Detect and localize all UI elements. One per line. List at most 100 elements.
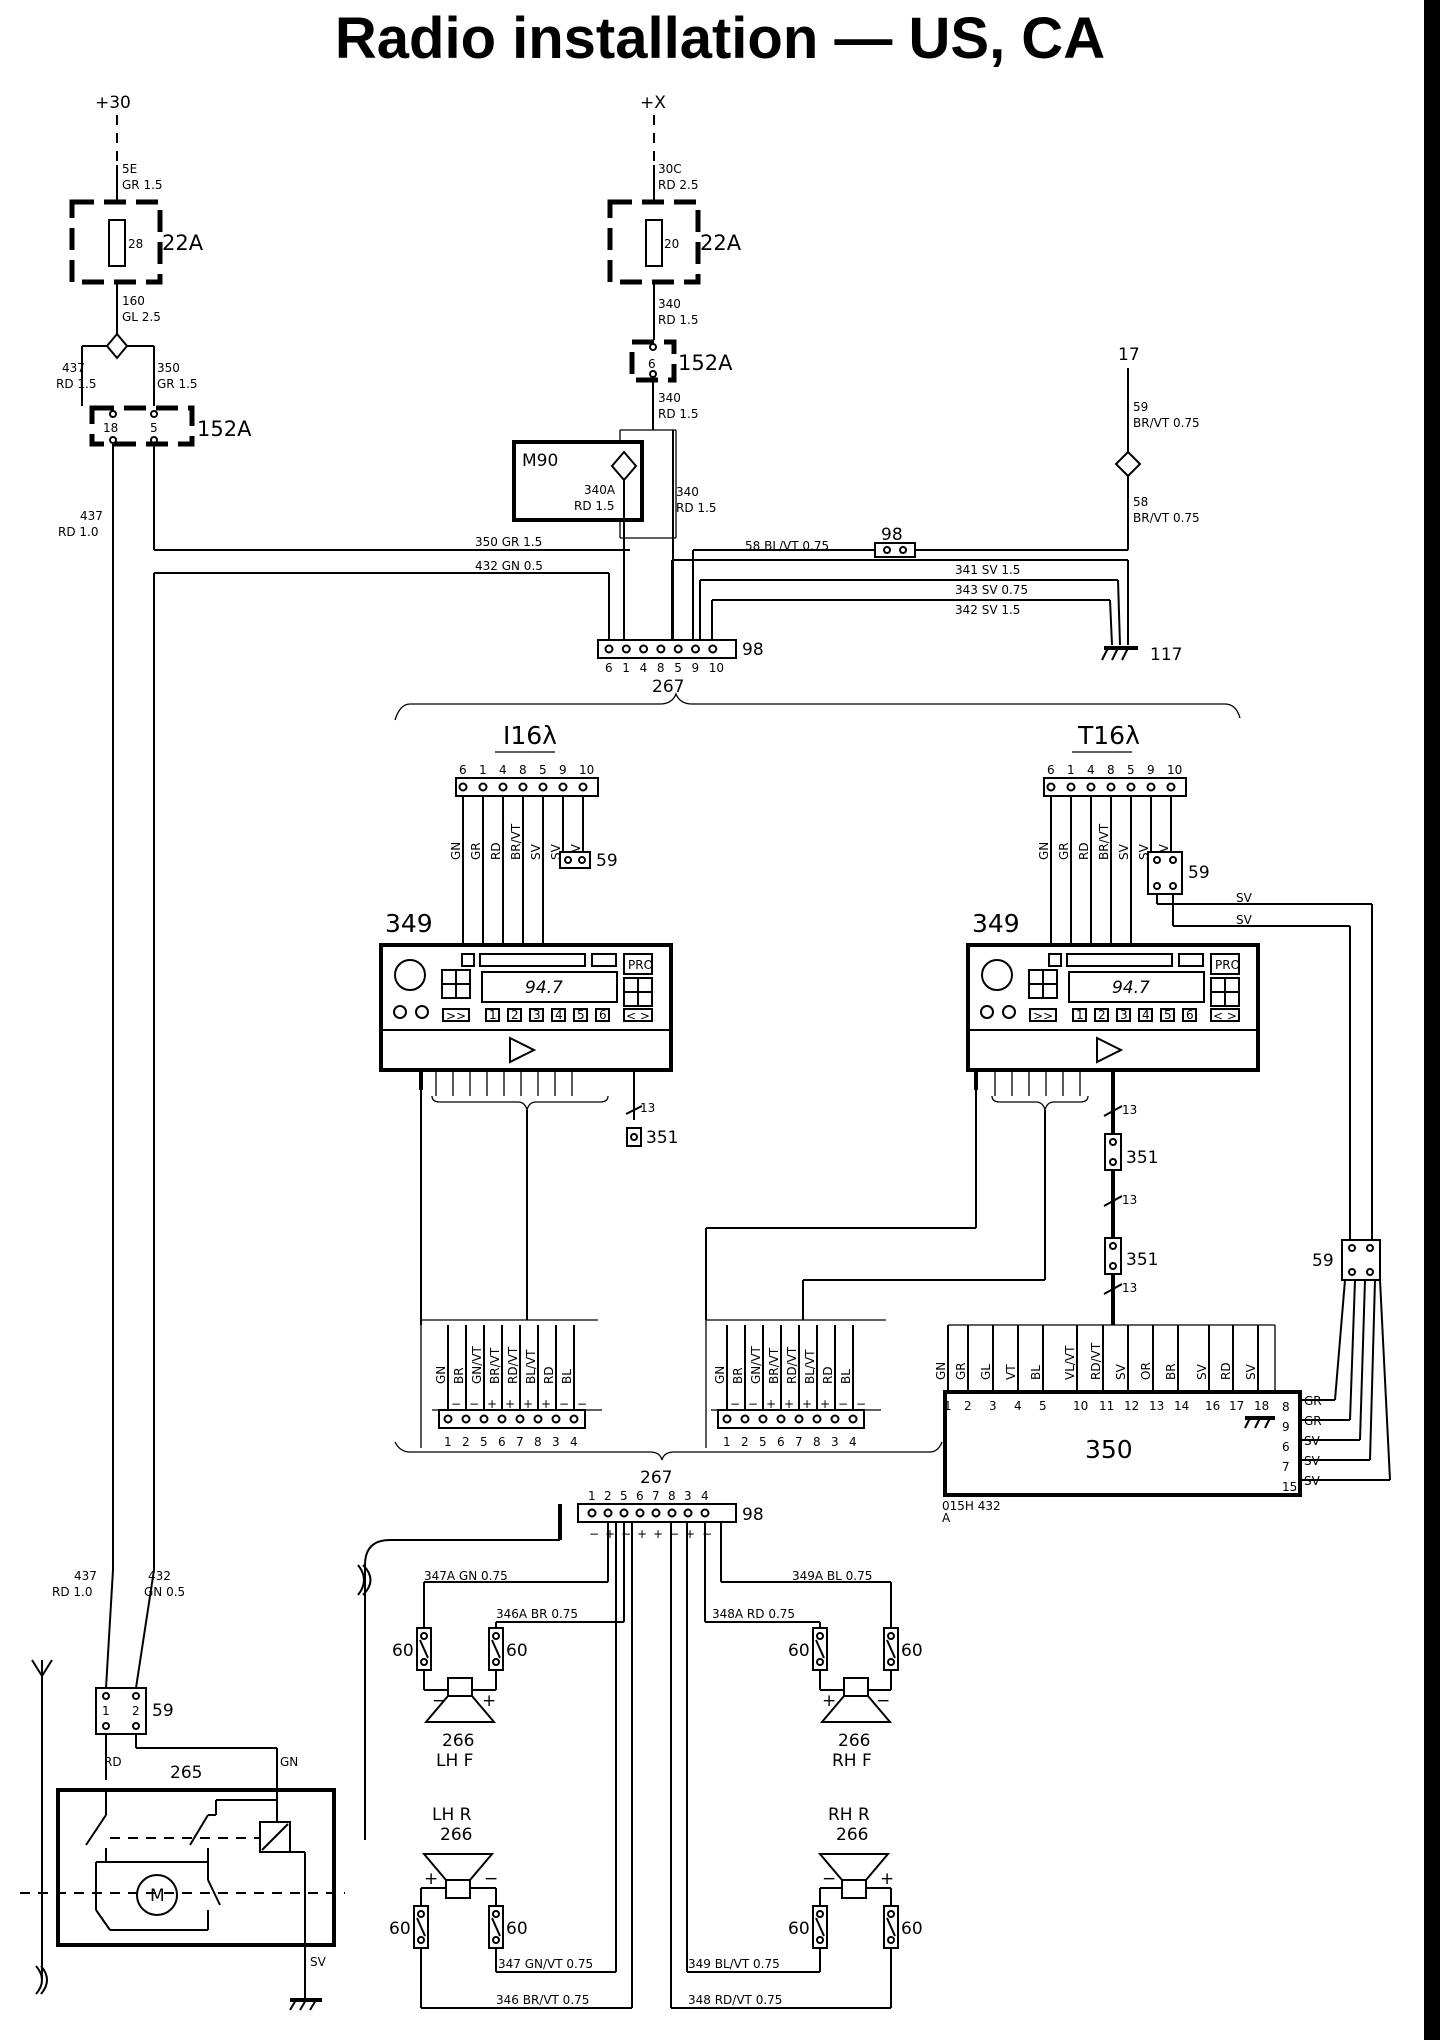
- pin-contact: [887, 1632, 895, 1640]
- bottom-98-pin: 6: [636, 1489, 644, 1503]
- pin-contact: [578, 782, 588, 792]
- sv-label-2: SV: [1236, 913, 1253, 927]
- connector-59d-pin2: 2: [132, 1704, 140, 1718]
- connector-98-pin: 9: [692, 661, 700, 675]
- amp-wire-color: SV: [1114, 1363, 1128, 1380]
- pin-contact: [758, 1414, 768, 1424]
- pin-contact: [673, 644, 683, 654]
- speaker-conn-pol: +: [820, 1397, 830, 1411]
- speaker-rhr-label: RH R: [828, 1805, 870, 1825]
- speaker-conn-pol: −: [577, 1397, 587, 1411]
- speaker-conn-pol: −: [748, 1397, 758, 1411]
- amp-wire-color: BL: [1029, 1365, 1043, 1380]
- pin-contact: [515, 1414, 525, 1424]
- i16-wire-color: SV: [529, 843, 543, 860]
- pin-contact: [635, 1508, 645, 1518]
- speaker-conn-pin: 5: [480, 1435, 488, 1449]
- pin-contact: [479, 1414, 489, 1424]
- pin-contact: [603, 1508, 613, 1518]
- pin-contact: [604, 644, 614, 654]
- connector-59d-label: 59: [152, 1701, 174, 1721]
- speaker-connector-left: GN−1BR−2GN/VT+5BR/VT+6RD/VT+7BL/VT+8RD−3…: [420, 1319, 602, 1449]
- wire-59-color: BR/VT 0.75: [1133, 416, 1200, 430]
- connector-98a-label: 98: [881, 525, 903, 545]
- pin-contact: [848, 1414, 858, 1424]
- connector-98-pin: 8: [657, 661, 665, 675]
- preset-button: [1116, 1008, 1131, 1022]
- wire-5e-color: GR 1.5: [122, 178, 163, 192]
- bottom-98-pol: +: [685, 1527, 695, 1541]
- preset-button: [485, 1008, 500, 1022]
- bottom-98-pin: 8: [668, 1489, 676, 1503]
- pin-contact: [1166, 782, 1176, 792]
- wire-349-label: 349 BL/VT 0.75: [688, 1957, 780, 1971]
- pin-contact: [417, 1910, 425, 1918]
- speaker-rhr-plus: +: [880, 1869, 894, 1889]
- connector-152a-pin1: 18: [103, 421, 118, 435]
- wire-350-label: 350: [157, 361, 180, 375]
- connector-60-label: 60: [788, 1641, 810, 1661]
- speaker-lhf-plus: +: [482, 1691, 496, 1711]
- wire-432-run-label: 432 GN 0.5: [475, 559, 543, 573]
- wire-340A-label: 340A: [584, 483, 616, 497]
- preset-button: [507, 1008, 522, 1022]
- i16-pin: 4: [499, 763, 507, 777]
- speaker-conn-pol: +: [766, 1397, 776, 1411]
- speaker-connector-right: GN−1BR−2GN/VT+5BR/VT+6RD/VT+7BL/VT+8RD−3…: [705, 1319, 886, 1449]
- connector-60-label: 60: [788, 1919, 810, 1939]
- connector-152a-pin2: 5: [150, 421, 158, 435]
- connector-link: [886, 1917, 896, 1937]
- wire-348a-label: 348A RD 0.75: [712, 1607, 795, 1621]
- speaker-conn-wire-color: RD/VT: [785, 1346, 799, 1384]
- wire-347a-label: 347A GN 0.75: [424, 1569, 508, 1583]
- preset-button: [595, 1008, 610, 1022]
- connector-98-pin: 10: [709, 661, 724, 675]
- wire-340a-label: 340: [658, 297, 681, 311]
- amp-pin: 10: [1073, 1399, 1088, 1413]
- wire-432c-color: GN 0.5: [144, 1585, 185, 1599]
- speaker-rhr-num: 266: [836, 1825, 868, 1845]
- speaker-rhf-minus: −: [876, 1691, 890, 1711]
- amp-right-wire-color: SV: [1304, 1454, 1321, 1468]
- pin-contact: [722, 1414, 732, 1424]
- speaker-conn-pin: 3: [831, 1435, 839, 1449]
- pin-contact: [498, 782, 508, 792]
- wire-30c-label: 30C: [658, 162, 682, 176]
- pin-contact: [1046, 782, 1056, 792]
- wire-347-label: 347 GN/VT 0.75: [498, 1957, 593, 1971]
- speaker-conn-wire-color: GN/VT: [470, 1345, 484, 1384]
- pin-contact: [492, 1632, 500, 1640]
- amp-right-pin: 7: [1282, 1460, 1290, 1474]
- speaker-conn-wire-color: GN/VT: [749, 1345, 763, 1384]
- speaker-conn-pin: 2: [741, 1435, 749, 1449]
- wire-13-d: 13: [1122, 1281, 1137, 1295]
- connector-98b-label: 98: [742, 1505, 764, 1525]
- page-edge-bar: [1424, 0, 1440, 2040]
- speaker-rhf-magnet: [843, 1677, 869, 1697]
- speaker-conn-pin: 5: [759, 1435, 767, 1449]
- connector-link: [886, 1639, 896, 1659]
- preset-label: 3: [1120, 1008, 1128, 1022]
- connector-link: [815, 1917, 825, 1937]
- i16-pin: 1: [479, 763, 487, 777]
- pin-contact: [830, 1414, 840, 1424]
- wire-432c-label: 432: [148, 1569, 171, 1583]
- i16-pin: 10: [579, 763, 594, 777]
- t16-wire-color: BR/VT: [1097, 823, 1111, 860]
- preset-button: [529, 1008, 544, 1022]
- amp-pin: 17: [1229, 1399, 1244, 1413]
- connector-98-pin: 6: [605, 661, 613, 675]
- speaker-conn-pin: 1: [723, 1435, 731, 1449]
- speaker-conn-pol: −: [559, 1397, 569, 1411]
- preset-label: 4: [1142, 1008, 1150, 1022]
- pin-contact: [887, 1936, 895, 1944]
- pin-contact: [816, 1658, 824, 1666]
- amp-wire-color: SV: [1244, 1363, 1258, 1380]
- pin-contact: [420, 1632, 428, 1640]
- pin-contact: [587, 1508, 597, 1518]
- pin-contact: [651, 1508, 661, 1518]
- speaker-conn-pol: −: [730, 1397, 740, 1411]
